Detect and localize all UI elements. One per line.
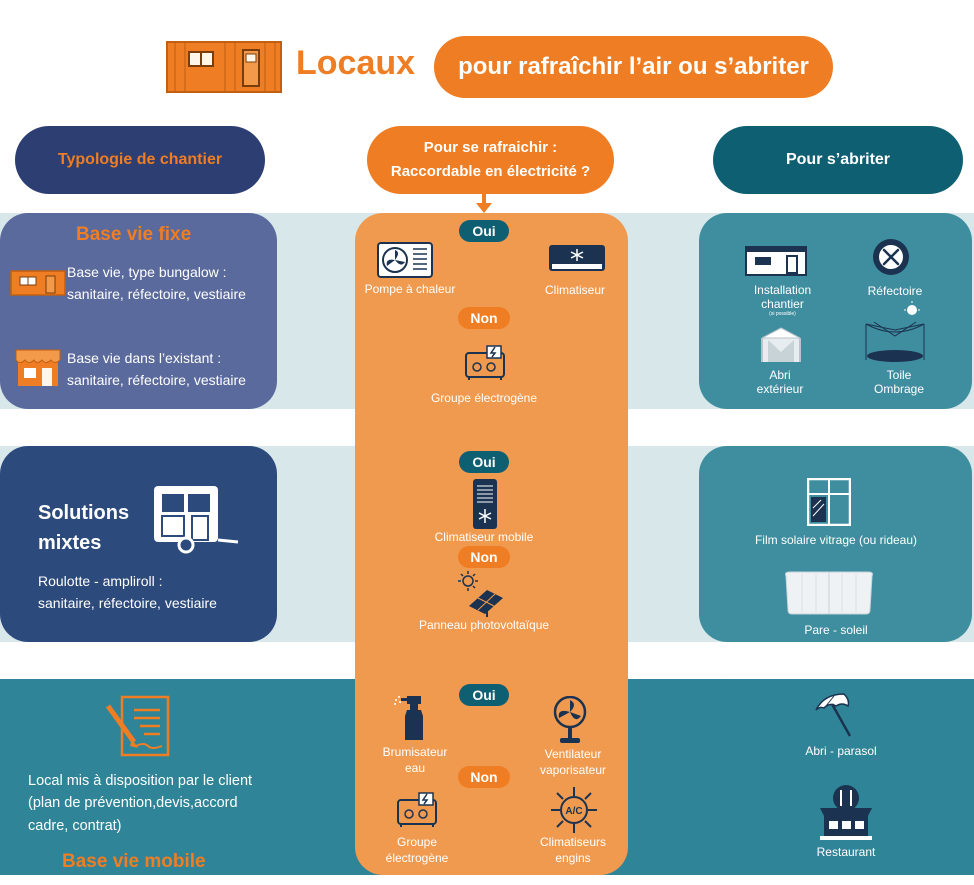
row2-title-line1: Solutions bbox=[38, 502, 130, 524]
generator-2-label: Groupe électrogène bbox=[372, 835, 462, 866]
parasol-icon bbox=[814, 692, 858, 743]
heat-pump-label: Pompe à chaleur bbox=[364, 282, 456, 296]
left-panel-row2 bbox=[0, 446, 277, 642]
installation-icon bbox=[745, 246, 807, 283]
heat-pump-icon bbox=[377, 242, 433, 283]
column-header-right: Pour s’abriter bbox=[713, 126, 963, 194]
row2-no-tag: Non bbox=[458, 546, 510, 568]
row2-text-line1: Roulotte - ampliroll : bbox=[38, 573, 163, 589]
generator-icon bbox=[463, 343, 507, 386]
caravan-icon bbox=[152, 484, 242, 559]
row2-title-line2: mixtes bbox=[38, 532, 102, 554]
row3-title: Base vie mobile bbox=[62, 851, 206, 872]
shelter-label: Abri extérieur bbox=[735, 368, 825, 397]
mobile-ac-label: Climatiseur mobile bbox=[434, 530, 534, 544]
container-icon bbox=[165, 38, 285, 101]
row1-item1-line1: Base vie, type bungalow : bbox=[67, 264, 227, 280]
film-label: Film solaire vitrage (ou rideau) bbox=[754, 533, 918, 547]
mister-label: Brumisateur eau bbox=[370, 745, 460, 776]
air-conditioner-label: Climatiseur bbox=[544, 283, 605, 297]
shade-sail-icon bbox=[862, 300, 928, 371]
mobile-ac-icon bbox=[472, 478, 498, 535]
shade-label-line1: Toile bbox=[886, 368, 912, 382]
shelter-label-line2: extérieur bbox=[756, 382, 804, 397]
shade-label-line2: Ombrage bbox=[873, 382, 925, 397]
row2-text-line2: sanitaire, réfectoire, vestiaire bbox=[38, 595, 217, 612]
cutlery-icon bbox=[872, 238, 910, 281]
arrow-down-icon bbox=[475, 194, 493, 219]
installation-label: Installation chantier (si possible) bbox=[735, 283, 830, 317]
row3-text: Local mis à disposition par le client (p… bbox=[28, 770, 252, 837]
row1-item2: Base vie dans l’existant : sanitaire, ré… bbox=[67, 347, 246, 392]
row3-text-line2: (plan de prévention,devis,accord bbox=[28, 795, 238, 812]
row2-text: Roulotte - ampliroll : sanitaire, réfect… bbox=[38, 570, 217, 615]
fan-label-line1: Ventilateur bbox=[544, 747, 602, 761]
row1-item2-line2: sanitaire, réfectoire, vestiaire bbox=[67, 372, 246, 389]
sunshade-icon bbox=[782, 570, 876, 621]
fan-label-line2: vaporisateur bbox=[539, 762, 607, 777]
row1-title: Base vie fixe bbox=[76, 224, 192, 245]
row3-text-line1: Local mis à disposition par le client bbox=[28, 773, 253, 789]
solar-panel-label: Panneau photovoltaïque bbox=[418, 618, 550, 632]
column-header-middle-line1: Pour se rafraichir : bbox=[423, 139, 558, 156]
row1-item1: Base vie, type bungalow : sanitaire, réf… bbox=[67, 261, 246, 306]
parasol-label: Abri - parasol bbox=[805, 744, 877, 758]
row3-yes-tag: Oui bbox=[459, 684, 509, 706]
row1-item1-line2: sanitaire, réfectoire, vestiaire bbox=[67, 286, 246, 303]
column-header-left: Typologie de chantier bbox=[15, 126, 265, 194]
installation-label-line1: Installation bbox=[753, 283, 812, 297]
mister-label-line2: eau bbox=[404, 760, 426, 775]
engine-ac-label: Climatiseurs engins bbox=[528, 835, 618, 866]
column-header-middle-line2: Raccordable en électricité ? bbox=[390, 163, 591, 180]
bungalow-icon bbox=[10, 268, 66, 303]
spray-bottle-icon bbox=[393, 694, 429, 747]
solar-panel-icon bbox=[455, 570, 505, 623]
row1-yes-tag: Oui bbox=[459, 220, 509, 242]
shelter-label-line1: Abri bbox=[769, 368, 791, 382]
fan-label: Ventilateur vaporisateur bbox=[528, 747, 618, 778]
tent-icon bbox=[758, 326, 804, 369]
row1-item2-line1: Base vie dans l’existant : bbox=[67, 350, 222, 366]
restaurant-label: Restaurant bbox=[816, 845, 876, 859]
generator-label: Groupe électrogène bbox=[430, 391, 538, 405]
installation-label-line2: chantier bbox=[761, 297, 804, 312]
shop-icon bbox=[14, 346, 62, 393]
installation-note: (si possible) bbox=[769, 310, 796, 317]
subtitle-pill: pour rafraîchir l’air ou s’abriter bbox=[434, 36, 833, 98]
row2-title: Solutions mixtes bbox=[38, 498, 129, 558]
row3-no-tag: Non bbox=[458, 766, 510, 788]
generator-2-label-line2: électrogène bbox=[385, 850, 449, 865]
row2-yes-tag: Oui bbox=[459, 451, 509, 473]
row3-text-line3: cadre, contrat) bbox=[28, 817, 122, 834]
ac-snowflake-icon: A/C bbox=[550, 786, 598, 839]
air-conditioner-icon bbox=[548, 244, 606, 283]
fan-icon bbox=[553, 695, 587, 749]
left-panel-row3 bbox=[0, 679, 277, 875]
row1-no-tag: Non bbox=[458, 307, 510, 329]
page-title: Locaux bbox=[296, 44, 416, 82]
window-icon bbox=[806, 477, 852, 531]
generator-2-label-line1: Groupe bbox=[396, 835, 438, 849]
engine-ac-label-line1: Climatiseurs bbox=[539, 835, 606, 849]
svg-text:A/C: A/C bbox=[565, 806, 582, 817]
engine-ac-label-line2: engins bbox=[555, 850, 591, 865]
mister-label-line1: Brumisateur bbox=[382, 745, 448, 759]
restaurant-icon bbox=[816, 784, 876, 847]
document-pen-icon bbox=[104, 694, 172, 765]
shade-label: Toile Ombrage bbox=[855, 368, 943, 397]
generator-icon-2 bbox=[395, 790, 439, 833]
sunshade-label: Pare - soleil bbox=[804, 623, 868, 637]
column-header-middle: Pour se rafraichir : Raccordable en élec… bbox=[367, 126, 614, 194]
refectory-label: Réfectoire bbox=[867, 284, 923, 298]
right-panel-row1 bbox=[699, 213, 972, 409]
